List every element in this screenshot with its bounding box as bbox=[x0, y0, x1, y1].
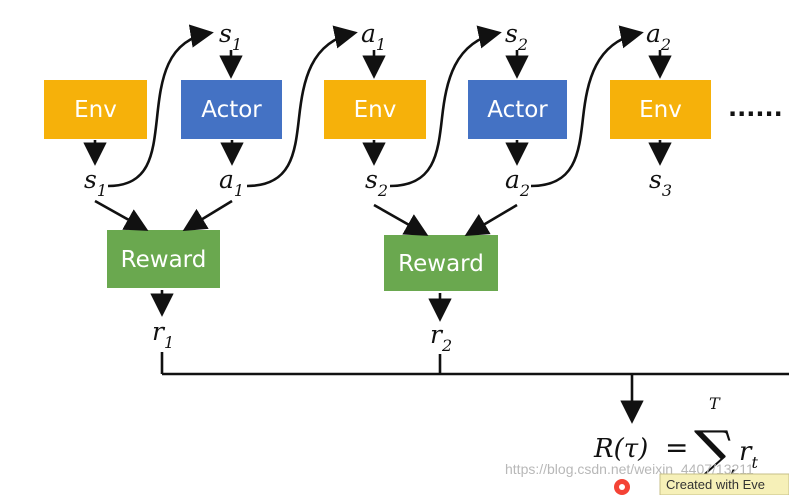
action-a1-top: a1 bbox=[361, 19, 386, 54]
state-s2-top: s2 bbox=[505, 19, 528, 54]
env-node-2-label: Env bbox=[354, 97, 397, 123]
arrow-s1-to-reward-1 bbox=[94, 199, 149, 231]
env-node-2 bbox=[324, 80, 426, 139]
actor-node-2 bbox=[468, 80, 567, 139]
curve-a2-to-top-a2 bbox=[530, 25, 644, 188]
actor-node-1-label: Actor bbox=[201, 97, 262, 123]
summation-upper-limit: T bbox=[709, 394, 721, 413]
state-s2-bottom: s2 bbox=[365, 165, 388, 200]
reward-node-2-label: Reward bbox=[398, 251, 484, 277]
reward-node-2 bbox=[384, 235, 498, 291]
actor-node-2-label: Actor bbox=[487, 97, 548, 123]
action-a2-bottom: a2 bbox=[505, 165, 530, 200]
reward-r2: r2 bbox=[430, 320, 452, 355]
created-with-badge: Created with Eve bbox=[659, 473, 789, 495]
arrow-a1-to-reward-1 bbox=[182, 199, 233, 232]
state-s1-bottom: s1 bbox=[84, 165, 107, 200]
env-node-1-label: Env bbox=[74, 97, 117, 123]
created-with-label: Created with Eve bbox=[666, 477, 765, 492]
watermark-url: https://blog.csdn.net/weixin_4407/13211 bbox=[505, 461, 754, 477]
env-node-3 bbox=[610, 80, 711, 139]
actor-node-1 bbox=[181, 80, 282, 139]
summation-term: rt bbox=[739, 437, 758, 472]
reward-node-1 bbox=[107, 230, 220, 288]
reward-r1: r1 bbox=[152, 317, 174, 352]
arrow-s2-to-reward-2 bbox=[373, 203, 429, 236]
curve-s2-to-top-s2 bbox=[389, 25, 502, 188]
arrow-a2-to-reward-2 bbox=[464, 203, 518, 236]
reward-node-1-label: Reward bbox=[121, 247, 207, 273]
action-a2-top: a2 bbox=[646, 19, 671, 54]
total-reward-equals: = bbox=[665, 431, 688, 464]
record-icon bbox=[614, 479, 630, 495]
state-s3-bottom: s3 bbox=[649, 165, 672, 200]
state-s1-top: s1 bbox=[219, 19, 242, 54]
total-reward-formula-left: R(τ) bbox=[593, 434, 648, 464]
curve-a1-to-top-a1 bbox=[246, 25, 358, 188]
action-a1-bottom: a1 bbox=[219, 165, 244, 200]
continuation-ellipsis: ...... bbox=[728, 94, 783, 122]
curve-s1-to-top-s1 bbox=[107, 24, 214, 188]
env-node-1 bbox=[44, 80, 147, 139]
env-node-3-label: Env bbox=[639, 97, 682, 123]
